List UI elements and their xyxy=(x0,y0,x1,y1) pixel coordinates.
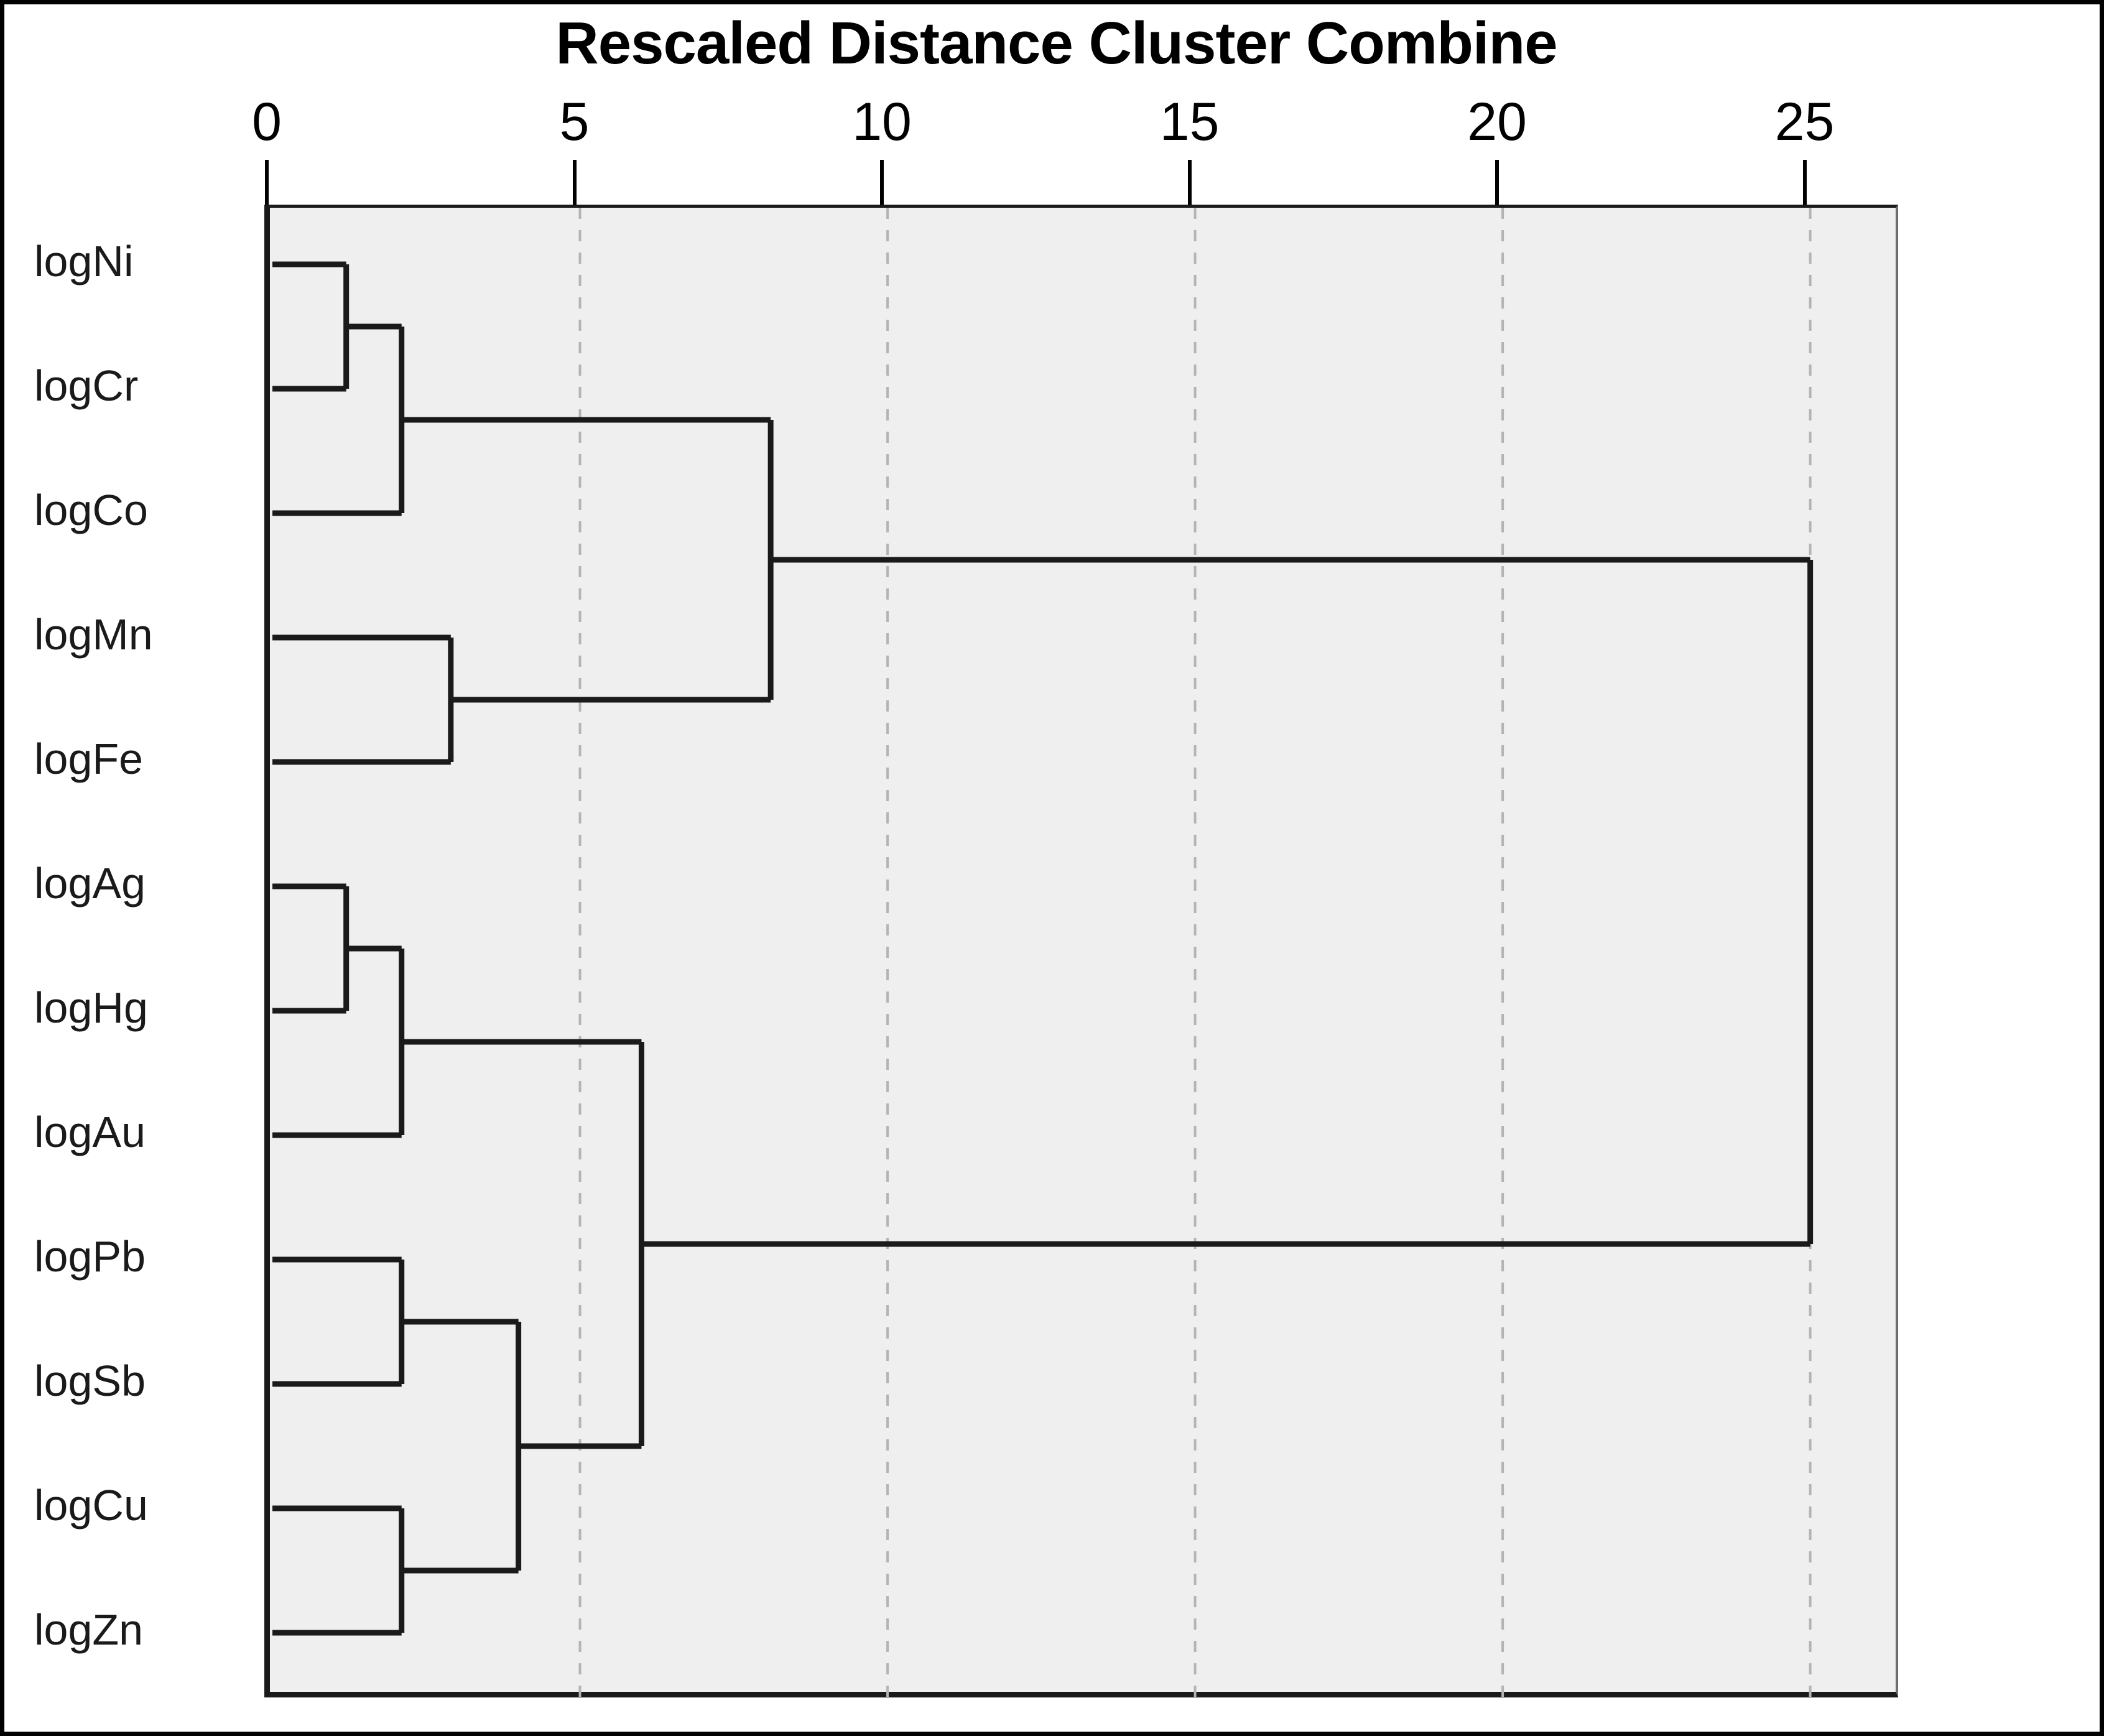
x-tick-label-10: 10 xyxy=(852,92,912,152)
leaf-label-logpb: logPb xyxy=(34,1232,146,1281)
leaf-label-logni: logNi xyxy=(34,237,134,285)
leaf-label-logco: logCo xyxy=(34,486,148,534)
x-tick-label-5: 5 xyxy=(559,92,590,152)
plot-area xyxy=(264,205,1898,1701)
chart-title: Rescaled Distance Cluster Combine xyxy=(555,10,1557,77)
leaf-label-logau: logAu xyxy=(34,1108,146,1156)
x-tick-label-0: 0 xyxy=(252,92,282,152)
x-tick-mark-10 xyxy=(880,160,884,205)
x-tick-label-20: 20 xyxy=(1467,92,1527,152)
leaf-label-logag: logAg xyxy=(34,859,146,907)
leaf-label-logzn: logZn xyxy=(34,1605,144,1654)
x-tick-mark-20 xyxy=(1495,160,1499,205)
x-tick-mark-15 xyxy=(1187,160,1192,205)
x-tick-label-15: 15 xyxy=(1159,92,1220,152)
x-axis-tick-labels: 0 5 10 15 20 25 xyxy=(4,4,2100,1732)
x-tick-mark-25 xyxy=(1802,160,1807,205)
x-tick-mark-5 xyxy=(572,160,577,205)
leaf-label-loghg: logHg xyxy=(34,983,148,1032)
leaf-label-logmn: logMn xyxy=(34,610,153,659)
leaf-label-logcu: logCu xyxy=(34,1481,148,1529)
dendrogram-svg xyxy=(272,261,1814,1636)
x-tick-label-25: 25 xyxy=(1774,92,1835,152)
leaf-label-logfe: logFe xyxy=(34,735,144,783)
leaf-label-logcr: logCr xyxy=(34,361,139,410)
leaf-label-logsb: logSb xyxy=(34,1357,146,1405)
x-tick-mark-0 xyxy=(265,160,269,205)
